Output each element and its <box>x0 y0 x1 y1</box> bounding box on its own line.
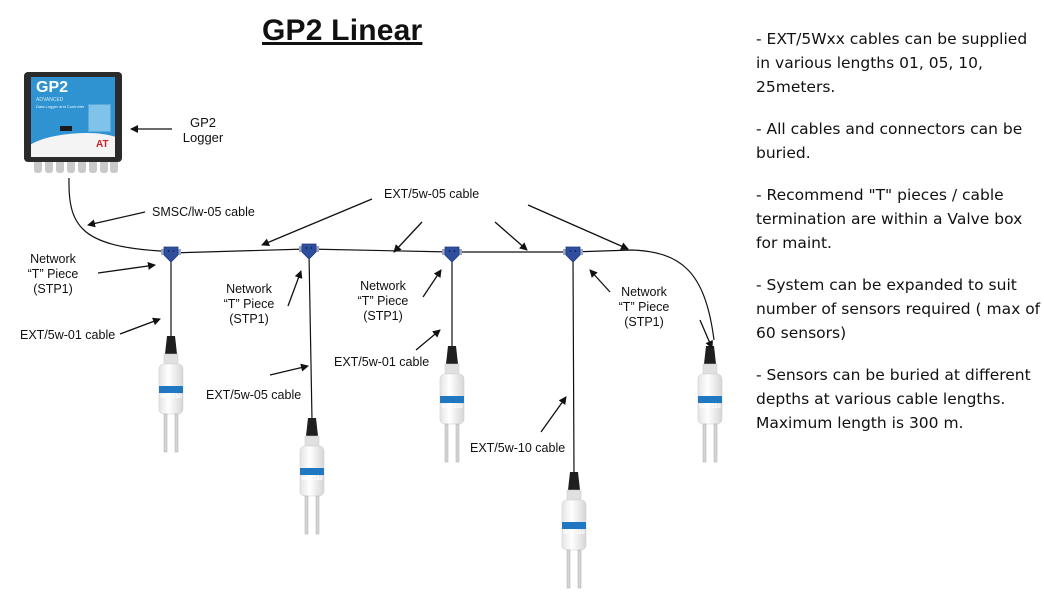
sensor3-cable-label: EXT/5w-01 cable <box>334 355 430 369</box>
t-piece-4-label: Network “T” Piece (STP1) <box>618 285 670 329</box>
sensor-5-label: WET150 <box>699 404 720 410</box>
sensor1-cable-label: EXT/5w-01 cable <box>20 328 116 342</box>
arrow-tpiece-3 <box>422 269 442 298</box>
arrow-logger-cable <box>87 211 146 228</box>
t-piece-2 <box>298 243 320 260</box>
t-piece-1 <box>160 246 182 263</box>
arrow-sensor5-cable <box>699 319 713 349</box>
cable-glands <box>32 162 118 174</box>
arrow-tpiece-4 <box>589 269 611 293</box>
logger-slot <box>60 126 72 131</box>
logger-subtitle: Data Logger and Controller <box>36 104 85 109</box>
note-valve-box: - Recommend "T" pieces / cable terminati… <box>756 186 1023 252</box>
arrow-sensor3-cable <box>415 329 441 351</box>
sensor2-cable-label: EXT/5w-05 cable <box>206 388 302 402</box>
logger-cable-label: SMSC/lw-05 cable <box>152 205 255 219</box>
arrow-trunk-2 <box>393 221 423 253</box>
arrow-sensor1-cable <box>119 317 161 335</box>
arrow-trunk-3 <box>494 221 528 251</box>
sensor-4-label: WET150 <box>563 530 584 536</box>
t-piece-2-label: Network “T” Piece (STP1) <box>223 282 275 326</box>
t-piece-3-label: Network “T” Piece (STP1) <box>357 279 409 323</box>
note-depths: - Sensors can be buried at different dep… <box>756 366 1031 432</box>
arrow-trunk-4 <box>527 204 629 250</box>
arrow-sensor4-cable <box>540 396 567 433</box>
notes-panel: - EXT/5Wxx cables can be supplied in var… <box>756 27 1044 453</box>
arrow-trunk-1 <box>261 198 373 246</box>
drop-cable-2 <box>308 253 313 421</box>
arrow-sensor2-cable <box>269 363 309 376</box>
arrow-tpiece-2 <box>287 270 303 307</box>
diagram-title: GP2 Linear <box>262 14 423 47</box>
note-buried: - All cables and connectors can be burie… <box>756 120 1023 162</box>
t-piece-3 <box>441 246 463 263</box>
sensor-3-label: WET150 <box>441 404 462 410</box>
sensor4-cable-label: EXT/5w-10 cable <box>470 441 566 455</box>
logger-model: ADVANCED <box>36 97 64 103</box>
annotation-arrows <box>87 125 713 433</box>
drop-cable-4 <box>572 257 575 475</box>
at-logo: AT <box>96 139 109 150</box>
note-cable-lengths: - EXT/5Wxx cables can be supplied in var… <box>756 30 1028 96</box>
logger-display-panel <box>88 104 111 132</box>
logger-brand: GP2 <box>36 79 69 96</box>
logger-face: GP2 ADVANCED Data Logger and Controller … <box>31 77 115 157</box>
arrow-tpiece-1 <box>97 262 156 274</box>
sensor-1-label: WET150 <box>160 394 181 400</box>
sensor-2-label: WET150 <box>301 476 322 482</box>
t-piece-4 <box>562 246 584 263</box>
logger-cable <box>68 177 171 254</box>
trunk-cable-label: EXT/5w-05 cable <box>384 187 480 201</box>
gp2-logger-device: GP2 ADVANCED Data Logger and Controller … <box>24 72 122 162</box>
logger-label: GP2 Logger <box>182 115 224 145</box>
note-expansion: - System can be expanded to suit number … <box>756 276 1041 342</box>
t-piece-1-label: Network “T” Piece (STP1) <box>27 252 79 296</box>
